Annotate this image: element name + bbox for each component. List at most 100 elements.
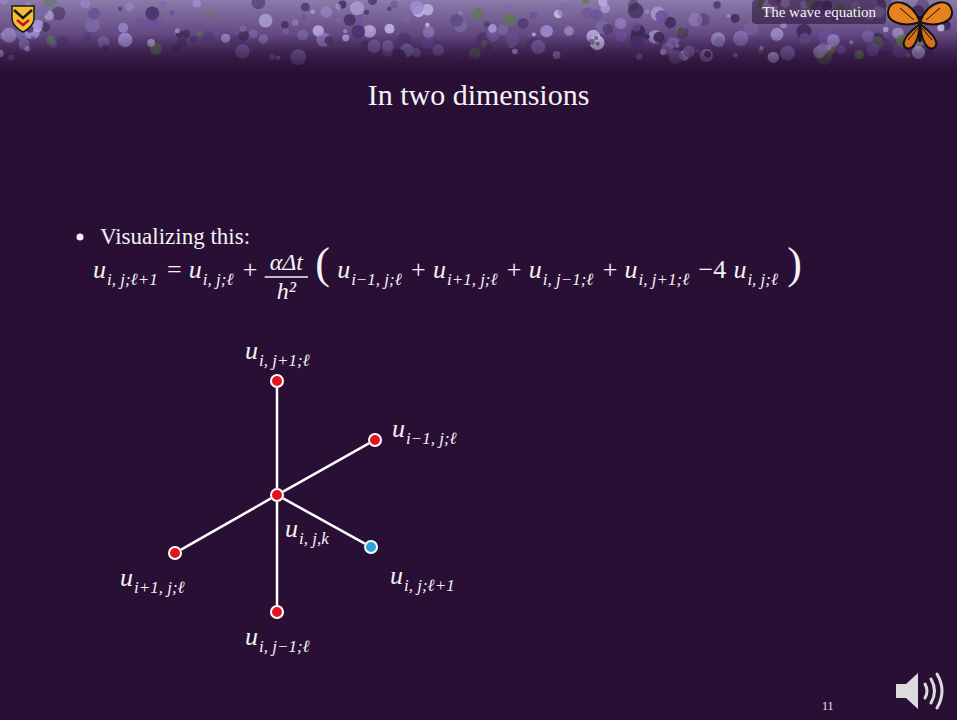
flower-petal xyxy=(410,1,424,15)
flower-petal xyxy=(598,0,607,7)
bullet-text: Visualizing this: xyxy=(100,223,250,251)
flower-petal xyxy=(118,7,123,12)
flower-petal xyxy=(591,9,602,20)
flower-petal xyxy=(385,24,395,34)
flower-petal xyxy=(301,3,310,12)
flower-petal xyxy=(726,14,730,18)
flower-petal xyxy=(192,0,201,8)
page-number: 11 xyxy=(822,699,834,713)
flower-petal xyxy=(80,0,90,8)
flower-petal xyxy=(364,10,369,15)
flower-petal xyxy=(557,3,572,18)
flower-petal xyxy=(283,28,289,34)
flower-petal xyxy=(937,24,944,31)
grid-point: ui+1, j;ℓ xyxy=(168,546,182,560)
math-term: ui, j+1;ℓ xyxy=(625,271,692,288)
banner-fade xyxy=(0,34,957,78)
math-operator: + xyxy=(507,257,522,283)
flower-petal xyxy=(301,14,306,19)
math-term: ui, j;ℓ+1 xyxy=(93,271,160,288)
point-label: ui, j,k xyxy=(285,530,317,547)
butterfly xyxy=(888,2,952,48)
university-crest xyxy=(12,6,34,32)
point-label: ui, j;ℓ+1 xyxy=(390,577,443,594)
math-operator: + xyxy=(603,257,618,283)
section-header: The wave equation xyxy=(762,3,876,21)
point-label: ui−1, j;ℓ xyxy=(392,430,445,447)
point-label: ui+1, j;ℓ xyxy=(120,579,180,596)
stencil-line xyxy=(276,502,279,605)
flower-petal xyxy=(518,18,529,29)
flower-petal xyxy=(118,23,128,33)
flower-petal xyxy=(239,26,246,33)
flower-petal xyxy=(472,8,484,20)
flower-petal xyxy=(136,18,145,27)
flower-petal xyxy=(88,8,100,20)
speaker-icon xyxy=(896,673,942,709)
math-term: ui−1, j;ℓ xyxy=(337,271,404,288)
flower-petal xyxy=(0,0,8,5)
math-operator: + xyxy=(411,257,426,283)
flower-petal xyxy=(335,4,341,10)
math-term: ui, j;ℓ xyxy=(189,271,236,288)
grid-point: ui−1, j;ℓ xyxy=(368,433,382,447)
grid-point: ui, j+1;ℓ xyxy=(270,374,284,388)
flower-petal xyxy=(368,0,377,5)
flower-petal xyxy=(713,1,720,8)
flower-petal xyxy=(252,0,266,9)
flower-petal xyxy=(631,21,641,31)
flower-petal xyxy=(390,1,398,9)
flower-petal xyxy=(655,10,668,23)
flower-petal xyxy=(343,29,347,33)
flower-petal xyxy=(883,27,888,32)
flower-petal xyxy=(175,28,180,33)
point-label: ui, j+1;ℓ xyxy=(245,352,298,369)
fraction-denominator: h² xyxy=(277,279,296,303)
flower-petal xyxy=(387,6,392,11)
flower-petal xyxy=(628,0,639,10)
math-term: ui, j−1;ℓ xyxy=(529,271,596,288)
flower-petal xyxy=(145,6,159,20)
fraction-numerator: αΔt xyxy=(270,250,303,274)
flower-petal xyxy=(336,17,342,23)
math-operator: −4 xyxy=(698,257,726,283)
fraction-bar xyxy=(265,276,308,278)
flower-petal xyxy=(497,24,508,35)
next-time-point: ui, j;ℓ+1 xyxy=(364,540,378,554)
flower-petal xyxy=(615,18,627,30)
flower-petal xyxy=(450,14,463,27)
point-label: ui, j−1;ℓ xyxy=(245,638,298,655)
flower-petal xyxy=(581,8,592,19)
flower-petal xyxy=(209,13,215,19)
math-operator: = xyxy=(167,257,182,283)
flower-petal xyxy=(645,10,649,14)
flower-petal xyxy=(814,29,818,33)
flower-petal xyxy=(160,1,167,8)
center-point: ui, j,k xyxy=(270,488,284,502)
flower-petal xyxy=(259,14,273,28)
bullet xyxy=(77,234,84,241)
flower-petal xyxy=(582,0,590,4)
stencil-line xyxy=(181,498,271,549)
flower-petal xyxy=(311,10,315,14)
flower-petal xyxy=(529,12,537,20)
flower-petal xyxy=(503,4,514,15)
math-term: ui+1, j;ℓ xyxy=(433,271,500,288)
math-term: ui, j;ℓ xyxy=(733,271,780,288)
flower-petal xyxy=(402,13,411,22)
parenthesis: ) xyxy=(787,242,802,286)
flower-petal xyxy=(125,2,134,11)
flower-petal xyxy=(281,21,289,29)
grid-point: ui, j−1;ℓ xyxy=(270,605,284,619)
parenthesis: ( xyxy=(315,242,330,286)
flower-petal xyxy=(731,14,740,23)
header-backing xyxy=(752,0,886,24)
flower-petal xyxy=(52,7,66,21)
flower-petal xyxy=(292,19,298,25)
flower-petal xyxy=(688,13,702,27)
flower-petal xyxy=(667,7,672,12)
slide-title: In two dimensions xyxy=(0,78,957,112)
stencil-line xyxy=(276,388,279,488)
flower-petal xyxy=(85,17,100,32)
